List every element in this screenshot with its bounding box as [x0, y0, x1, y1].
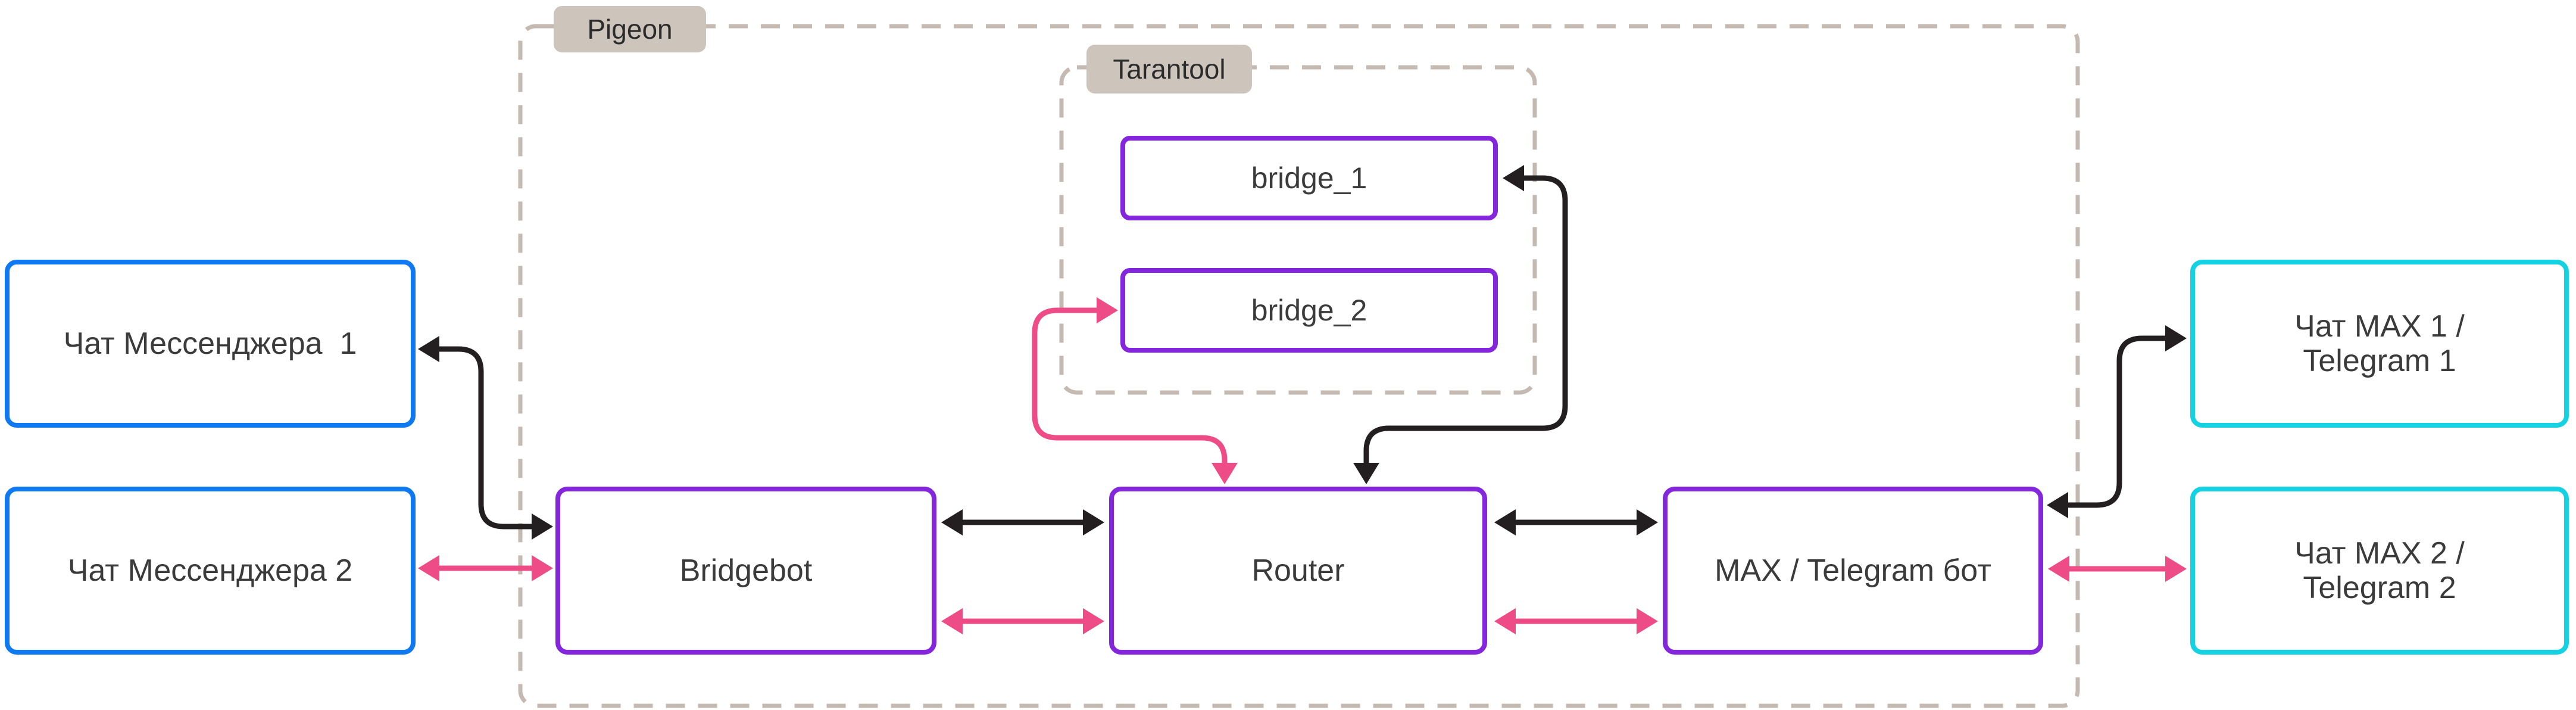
node-max-telegram-bot-label: MAX / Telegram бот — [1715, 553, 1991, 588]
node-chat-messenger-2: Чат Мессенджера 2 — [5, 487, 416, 655]
arrow-bridge2-router — [1032, 307, 1228, 463]
pigeon-container-label: Pigeon — [554, 6, 706, 52]
tarantool-container-label: Tarantool — [1086, 45, 1252, 94]
node-chat-max-1: Чат MAX 1 / Telegram 1 — [2190, 260, 2569, 428]
node-bridge-2-label: bridge_2 — [1251, 294, 1367, 327]
node-chat-max-1-line2: Telegram 1 — [2303, 344, 2456, 378]
arrowhead-into-bridgebot-bottom — [532, 555, 553, 581]
node-max-telegram-bot: MAX / Telegram бот — [1663, 487, 2043, 655]
node-bridge-1-label: bridge_1 — [1251, 161, 1367, 195]
arrowhead-router-right-black — [1494, 509, 1516, 535]
arrowhead-router-right-pink — [1494, 608, 1516, 634]
tarantool-label-text: Tarantool — [1113, 54, 1226, 85]
arrow-maxbot-chatmax1 — [2067, 335, 2166, 508]
node-chat-max-1-line1: Чат MAX 1 / — [2294, 309, 2465, 344]
arrowhead-into-chat2 — [418, 555, 439, 581]
arrowhead-into-chatmax1 — [2165, 325, 2187, 351]
arrow-bridge1-router — [1363, 175, 1568, 463]
arrowhead-bridgebot-right-pink — [941, 608, 963, 634]
arrowhead-into-bridge1 — [1503, 165, 1524, 191]
node-chat-max-2-line1: Чат MAX 2 / — [2294, 535, 2465, 571]
pigeon-container-border — [518, 24, 2080, 708]
node-chat-messenger-2-label: Чат Мессенджера 2 — [67, 553, 353, 588]
arrowhead-bridgebot-right — [941, 509, 963, 535]
arrowhead-into-maxbot-right — [2047, 492, 2068, 518]
node-chat-max-2-line2: Telegram 2 — [2303, 571, 2456, 605]
arrowhead-into-bridge2 — [1097, 297, 1118, 323]
node-chat-messenger-1-label: Чат Мессенджера 1 — [63, 326, 357, 361]
node-router-label: Router — [1251, 553, 1345, 588]
pigeon-label-text: Pigeon — [587, 14, 673, 45]
arrowhead-router-left-pink — [1083, 608, 1104, 634]
arrowhead-router-left-black — [1083, 509, 1104, 535]
tarantool-container-border — [1059, 65, 1537, 395]
arrowhead-into-router-top-black — [1353, 463, 1379, 484]
node-bridge-1: bridge_1 — [1120, 136, 1498, 220]
arrowhead-into-chat1 — [418, 336, 439, 362]
node-chat-messenger-1: Чат Мессенджера 1 — [5, 260, 416, 428]
arrowhead-into-router-top-pink — [1211, 463, 1238, 484]
node-bridgebot: Bridgebot — [555, 487, 936, 655]
arrow-chat1-bridgebot — [438, 346, 534, 530]
arrowhead-maxbot-right-pink — [2048, 556, 2069, 582]
arrowhead-maxbot-left-pink — [1637, 608, 1658, 634]
arrowhead-maxbot-left-black — [1637, 509, 1658, 535]
arrowhead-into-chatmax2 — [2165, 556, 2187, 582]
node-bridge-2: bridge_2 — [1120, 268, 1498, 353]
node-bridgebot-label: Bridgebot — [679, 553, 813, 588]
node-router: Router — [1109, 487, 1487, 655]
arrowhead-into-bridgebot-top — [532, 513, 553, 540]
node-chat-max-2: Чат MAX 2 / Telegram 2 — [2190, 487, 2569, 655]
